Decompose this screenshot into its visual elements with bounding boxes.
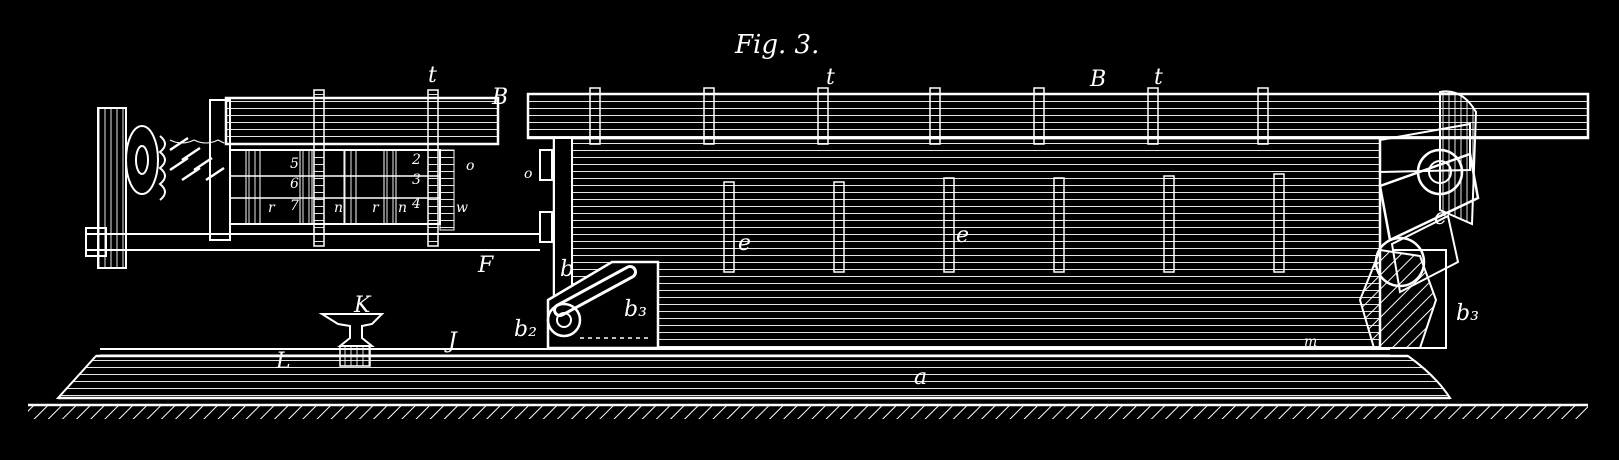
ground-hatch	[28, 403, 1588, 419]
label-b2: b₂	[514, 317, 537, 342]
label-n1: n	[334, 200, 343, 216]
label-m: m	[1304, 334, 1317, 350]
label-w: w	[456, 200, 468, 216]
label-e2: e	[956, 223, 969, 248]
left-drum	[224, 89, 500, 247]
label-t1: t	[428, 63, 437, 88]
label-e1: e	[738, 231, 751, 256]
right-crank-assembly	[1358, 90, 1480, 349]
label-L: L	[275, 349, 291, 374]
label-c: c	[1434, 205, 1446, 230]
label-r1: r	[268, 200, 276, 216]
label-F: F	[477, 253, 494, 278]
label-dig5: 5	[290, 156, 299, 172]
label-r2: r	[372, 200, 380, 216]
label-dig2: 2	[411, 152, 421, 168]
main-drum	[526, 87, 1590, 145]
rail-track	[100, 348, 1390, 356]
label-t3: t	[1154, 65, 1163, 90]
label-B2: B	[1089, 67, 1106, 92]
label-b3a: b₃	[624, 297, 647, 322]
base-bed	[55, 354, 1452, 400]
main-frame	[539, 136, 1382, 350]
frame-slots	[723, 173, 1285, 273]
label-a: a	[914, 365, 927, 390]
figure-labels: t t t B B F o o w n n r r 5 6 7 2 3 4 e …	[268, 63, 1479, 390]
label-dig4: 4	[411, 196, 421, 212]
label-b: b	[560, 257, 574, 282]
label-t2: t	[826, 65, 835, 90]
anvil-k	[318, 313, 385, 367]
left-pulley-assembly	[85, 99, 540, 269]
label-dig7: 7	[290, 198, 299, 214]
label-dig3: 3	[412, 172, 421, 188]
label-n2: n	[398, 200, 407, 216]
label-dig6: 6	[290, 176, 299, 192]
label-B1: B	[491, 85, 508, 110]
label-J: J	[444, 329, 458, 354]
label-b3b: b₃	[1456, 301, 1479, 326]
figure-title: Fig. 3.	[734, 30, 819, 60]
label-o2: o	[524, 166, 532, 182]
label-K: K	[353, 293, 372, 318]
label-o1: o	[466, 158, 474, 174]
